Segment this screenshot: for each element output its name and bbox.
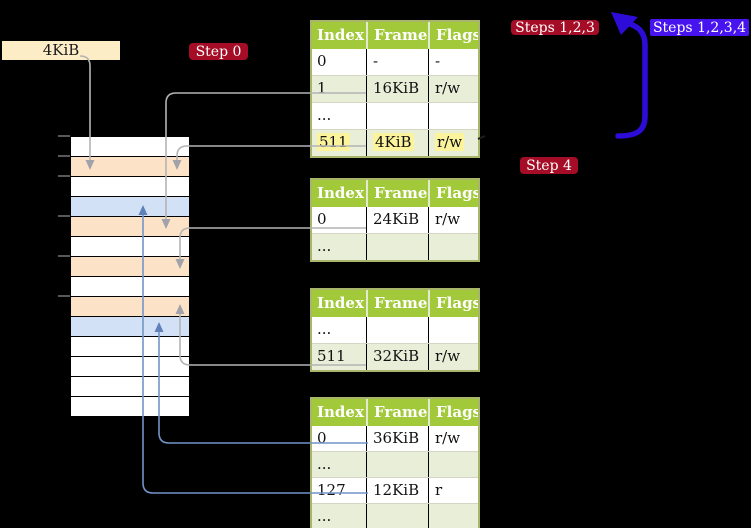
steps-flow-arrow — [611, 12, 648, 139]
badge-step-0: Step 0 — [189, 43, 248, 60]
column-header: Frame — [366, 22, 428, 49]
badge-step-4: Step 4 — [520, 157, 578, 174]
table-row: ... — [312, 233, 478, 260]
column-header: Frame — [366, 399, 428, 426]
table-row: 511 4KiB r/w — [312, 129, 478, 156]
memory-frame-white — [71, 277, 189, 297]
table-cell — [366, 317, 428, 343]
table-cell: r — [428, 478, 478, 503]
column-header: Frame — [366, 180, 428, 207]
table-cell — [428, 317, 478, 343]
table-row: ... — [312, 102, 478, 129]
table-cell: r/w — [428, 76, 478, 102]
table-cell: ... — [317, 320, 332, 338]
column-header: Index — [317, 26, 364, 44]
memory-frame-wheat — [71, 297, 189, 317]
memory-frame-white — [71, 237, 189, 257]
table-cell — [366, 504, 428, 528]
column-header: Frame — [366, 290, 428, 317]
table-cell: 0 — [317, 210, 327, 228]
column-header: Flags — [428, 180, 478, 207]
memory-strip — [70, 136, 190, 417]
badge-steps-1-2-3: Steps 1,2,3 — [511, 20, 599, 36]
table-cell: r/w — [428, 426, 478, 451]
table-cell: - — [428, 49, 478, 75]
table-cell: ... — [317, 455, 332, 473]
memory-frame-blue — [71, 197, 189, 217]
table-row: 0 -- — [312, 49, 478, 75]
column-header: Index — [317, 184, 364, 202]
table-cell: 32KiB — [366, 344, 428, 370]
table-cell: r/w — [428, 344, 478, 370]
memory-frame-blue — [71, 317, 189, 337]
memory-frame-white — [71, 397, 189, 417]
table-cell: ... — [317, 507, 332, 525]
table-row: ... — [312, 317, 478, 343]
memory-frame-white — [71, 377, 189, 397]
table-cell — [428, 103, 478, 129]
table-cell: ... — [317, 106, 332, 124]
table-cell: 511 — [317, 347, 346, 365]
table-row: ... — [312, 451, 478, 477]
memory-frame-wheat — [71, 217, 189, 237]
table-cell: r/w — [428, 207, 478, 233]
table-cell: 511 — [312, 130, 366, 156]
table-cell: 0 — [317, 429, 327, 447]
table-cell: 16KiB — [366, 76, 428, 102]
column-header: Flags — [428, 22, 478, 49]
memory-frame-wheat — [71, 257, 189, 277]
memory-frame-white — [71, 357, 189, 377]
highlighted-value: 4KiB — [373, 133, 414, 151]
table-cell — [366, 103, 428, 129]
table-cell — [366, 452, 428, 477]
memory-frame-white — [71, 137, 189, 157]
badge-steps-1-2-3-4: Steps 1,2,3,4 — [650, 19, 749, 36]
highlighted-value: r/w — [435, 133, 465, 151]
highlighted-value: 511 — [317, 133, 350, 151]
column-header: Flags — [428, 399, 478, 426]
table-cell — [366, 234, 428, 260]
table-cell: ... — [317, 237, 332, 255]
table-row: ... — [312, 503, 478, 528]
table-cell — [428, 504, 478, 528]
column-header: Index — [317, 403, 364, 421]
table-cell — [428, 452, 478, 477]
table-cell: 4KiB — [366, 130, 428, 156]
page-size-label: 4KiB — [2, 41, 120, 60]
table-cell: - — [366, 49, 428, 75]
column-header: Flags — [428, 290, 478, 317]
table-cell: 0 — [317, 52, 327, 70]
table-cell: 36KiB — [366, 426, 428, 451]
table-cell: 24KiB — [366, 207, 428, 233]
strip-tick-marks — [58, 135, 70, 297]
table-cell: 127 — [317, 481, 346, 499]
table-cell: 12KiB — [366, 478, 428, 503]
column-header: Index — [317, 294, 364, 312]
table-cell: r/w — [428, 130, 478, 156]
table-cell — [428, 234, 478, 260]
memory-frame-white — [71, 177, 189, 197]
memory-frame-white — [71, 337, 189, 357]
table-cell: 1 — [317, 79, 327, 97]
memory-frame-wheat — [71, 157, 189, 177]
